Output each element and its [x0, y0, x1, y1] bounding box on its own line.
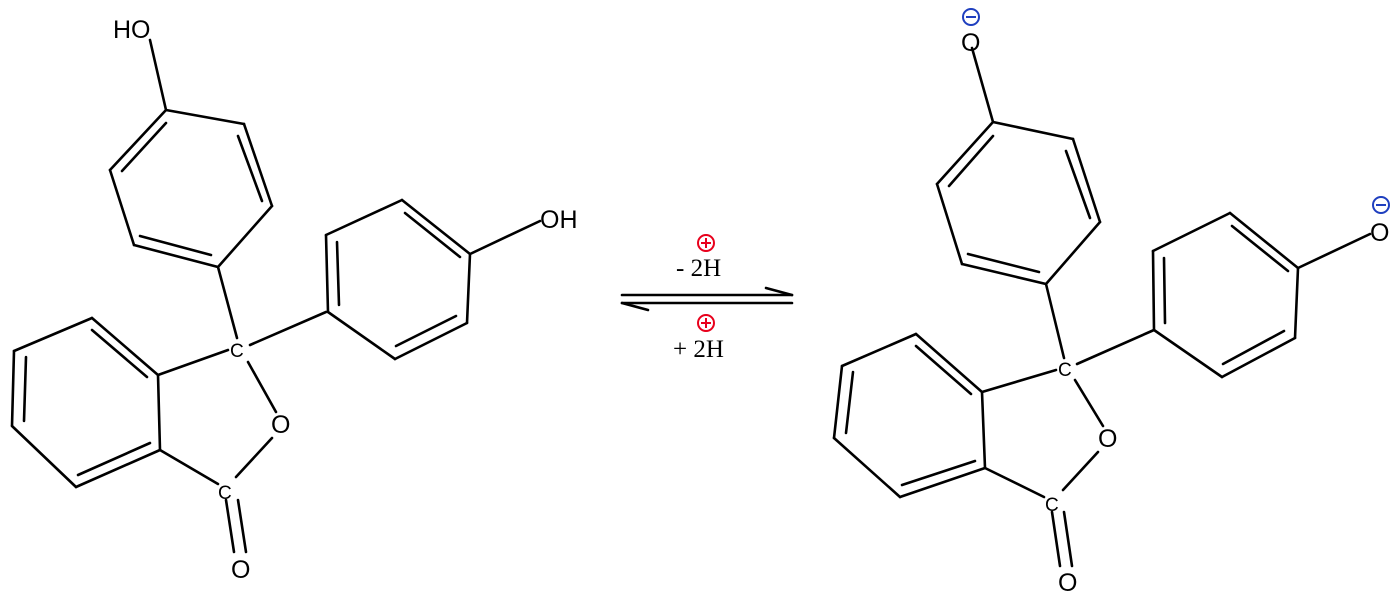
positive-charge-icon — [697, 314, 715, 332]
reactant-bond-c-rightring — [248, 310, 328, 347]
product-carbonyl-o-label: O — [1058, 569, 1077, 597]
proton-charge-top — [697, 234, 715, 252]
product-bond-c-o — [1073, 378, 1105, 428]
reactant-carbonyl-bond-b — [236, 498, 248, 554]
reactant-right-phenol-ring — [324, 198, 542, 361]
reactant-ho-top-label: HO — [113, 16, 151, 44]
reactant-bond-c-topring — [216, 265, 239, 340]
reverse-condition-label: + 2H — [673, 336, 724, 363]
product-benzo-ring — [832, 332, 987, 499]
reactant-carbonyl-c-label: C — [218, 483, 232, 504]
product-carbonyl-bond-b — [1062, 510, 1074, 568]
product-carbonyl-bond-a — [1050, 510, 1062, 568]
product-negative-charge-top — [962, 8, 980, 26]
product-bond-benzo-c — [980, 368, 1058, 394]
product-bond-o-carbonyl — [1061, 450, 1100, 492]
reactant-bond-benzo-c — [156, 348, 230, 377]
reactant-carbonyl-bond-a — [224, 498, 236, 554]
product-right-phenoxide-ring — [1151, 211, 1372, 379]
product-central-c-label: C — [1058, 360, 1072, 381]
product-bond-c-topring — [1044, 282, 1066, 360]
positive-charge-icon — [697, 234, 715, 252]
product-carbonyl-c-label: C — [1045, 495, 1059, 516]
product-o-top-label: O — [961, 29, 980, 57]
reactant-bond-benzo-carbonyl — [158, 448, 220, 486]
product-bond-benzo-carbonyl — [983, 466, 1046, 499]
equilibrium-arrows — [620, 286, 794, 312]
product-o-right-label: O — [1370, 219, 1389, 247]
negative-charge-icon — [962, 8, 980, 26]
reactant-oh-right-label: OH — [540, 206, 578, 234]
forward-condition-label: - 2H — [676, 255, 721, 282]
reactant-bond-o-carbonyl — [234, 436, 274, 479]
product-molecule: O O C O C O — [832, 8, 1390, 597]
proton-charge-bottom — [697, 314, 715, 332]
reactant-central-c-label: C — [230, 341, 244, 362]
product-ring-o-label: O — [1098, 425, 1117, 453]
reactant-carbonyl-o-label: O — [231, 556, 250, 584]
reactant-benzo-ring — [10, 316, 162, 489]
reverse-arrow-head — [620, 301, 650, 312]
forward-arrow-head — [764, 286, 794, 297]
product-negative-charge-right — [1372, 196, 1390, 214]
product-bond-c-rightring — [1075, 328, 1156, 366]
reactant-ring-o-label: O — [271, 411, 290, 439]
product-top-phenoxide-ring — [935, 46, 1102, 286]
reactant-bond-c-o — [246, 360, 278, 414]
reactant-top-phenol-ring — [108, 38, 274, 269]
reactant-molecule: HO OH C O C O — [10, 16, 578, 584]
negative-charge-icon — [1372, 196, 1390, 214]
